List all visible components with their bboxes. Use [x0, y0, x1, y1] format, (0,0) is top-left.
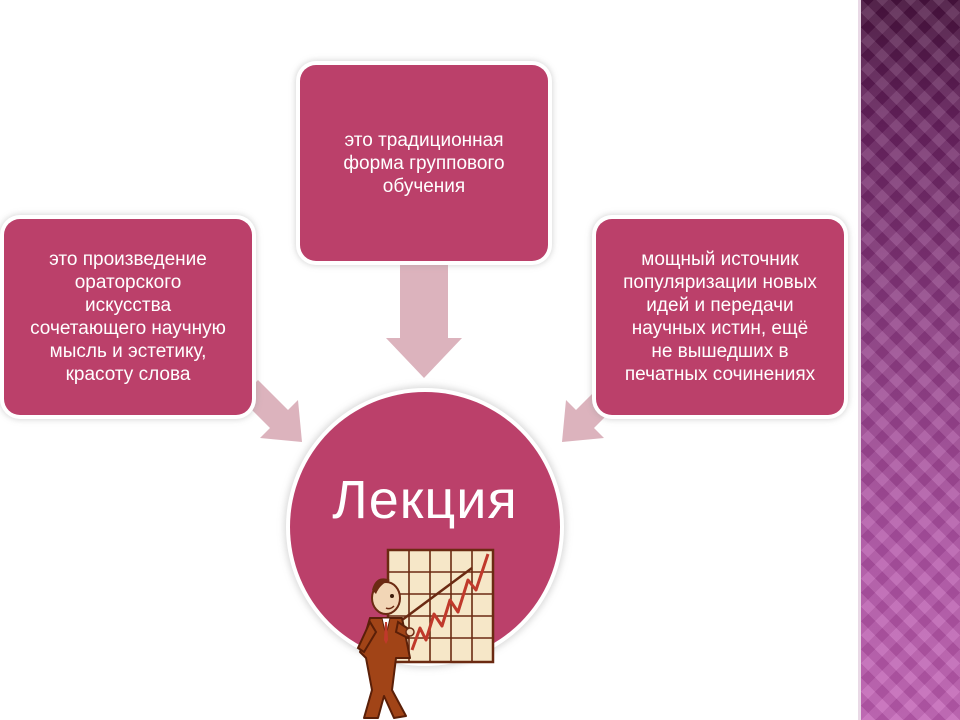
- box-right-line: популяризации новых: [623, 272, 817, 293]
- box-right-line: мощный источник: [641, 249, 799, 270]
- box-left-definition: это произведение ораторского искусства с…: [4, 219, 252, 415]
- lecturer-chart-icon: [356, 548, 495, 719]
- arrow-left: [240, 380, 302, 442]
- box-top-line: форма группового: [343, 152, 505, 174]
- arrow-top: [386, 265, 462, 378]
- box-right-definition: мощный источник популяризации новых идей…: [596, 219, 844, 415]
- center-title: Лекция: [332, 470, 518, 530]
- box-left-line: это произведение: [49, 249, 207, 270]
- box-right-line: не вышедших в: [651, 341, 789, 362]
- decorative-side-strip: [858, 0, 960, 720]
- box-left-line: искусства: [84, 295, 172, 316]
- box-right-line: научных истин, ещё: [631, 318, 809, 339]
- box-right-line: печатных сочинениях: [624, 364, 816, 385]
- box-left-line: сочетающего научную: [30, 318, 226, 339]
- box-top-definition: это традиционная форма группового обучен…: [300, 65, 548, 261]
- box-left-line: красоту слова: [65, 364, 191, 385]
- box-left-line: ораторского: [74, 272, 182, 293]
- box-right-line: идей и передачи: [646, 295, 794, 316]
- box-top-line: это традиционная: [344, 129, 504, 151]
- box-left-line: мысль и эстетику,: [49, 341, 207, 362]
- box-top-line: обучения: [382, 175, 466, 197]
